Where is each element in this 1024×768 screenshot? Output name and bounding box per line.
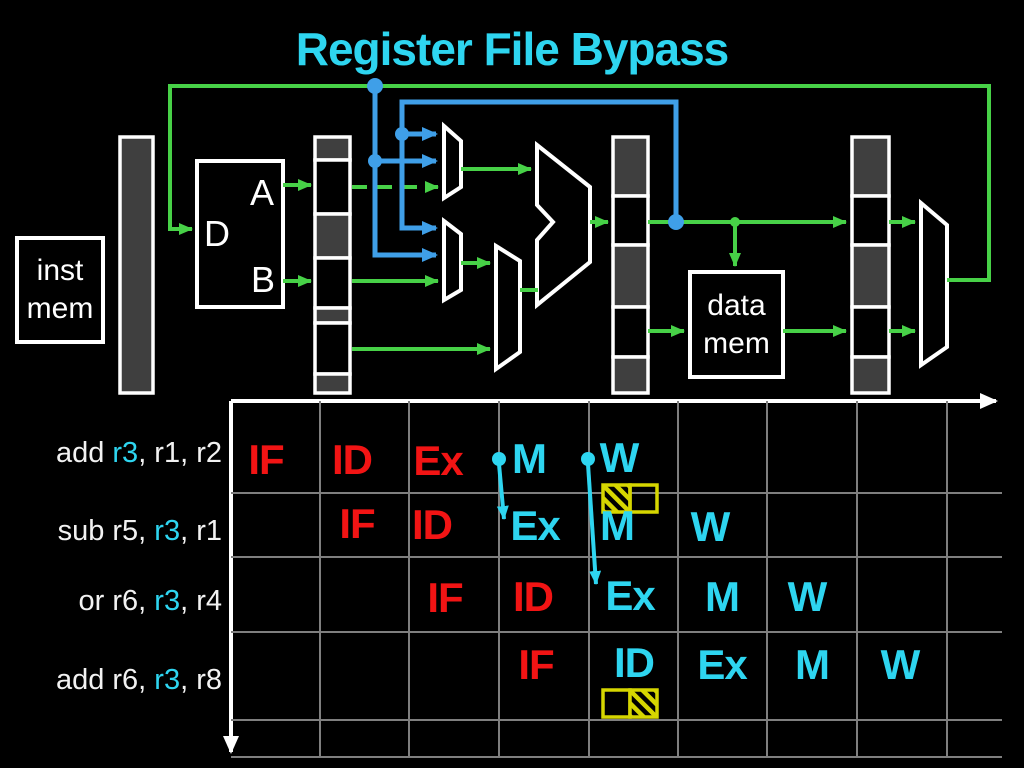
hazard-boxes: [601, 483, 659, 719]
instruction-label-add-r6: add r6, r3, r8: [55, 664, 222, 696]
stage-cell: M: [705, 573, 740, 620]
bypass-wire-from-wb-stage: [372, 86, 438, 262]
inst-mem-label: inst mem: [17, 238, 103, 342]
instruction-label-add-r3: add r3, r1, r2: [55, 437, 222, 469]
stage-cell: IF: [248, 436, 284, 483]
regfile-port-d-label: D: [204, 213, 230, 254]
stage-cell: ID: [332, 436, 373, 483]
bypass-arrow-ex-to-sub: [496, 463, 509, 520]
hazard-box-1-empty: [628, 483, 659, 514]
highlighted-register: r3: [154, 664, 181, 696]
regfile-port-b-label: B: [250, 259, 276, 300]
stage-cell: IF: [518, 641, 554, 688]
pipeline-register-ex-mem: [611, 135, 650, 395]
stage-cell: Ex: [413, 437, 463, 484]
stage-cell: Ex: [510, 502, 560, 549]
stage-cell: ID: [412, 501, 453, 548]
instruction-label-sub-r5: sub r5, r3, r1: [57, 515, 222, 547]
alu-shape: [535, 140, 592, 310]
regfile-port-a-label: A: [249, 172, 275, 213]
wire-junction-dot: [730, 217, 740, 227]
timeline-axes: [223, 393, 998, 754]
table-bypass-arrows: [492, 452, 602, 585]
bypass-wires: [367, 78, 684, 262]
mux-alu-input-b: [442, 216, 463, 304]
highlighted-register: r3: [112, 437, 139, 469]
page-title: Register File Bypass: [295, 23, 730, 75]
mux-operand2: [494, 242, 522, 373]
stage-cell: Ex: [605, 572, 655, 619]
pipeline-register-id-ex: [313, 135, 352, 395]
pipeline-register-mem-wb: [850, 135, 891, 395]
stage-cell: ID: [513, 573, 554, 620]
stage-cell: Ex: [697, 641, 747, 688]
mux-alu-input-a: [442, 121, 463, 202]
inst-mem-line1: inst: [36, 254, 84, 287]
bypass-arrow-mem-to-or: [586, 463, 602, 585]
stage-cell: W: [880, 641, 921, 688]
stage-cell: W: [787, 573, 828, 620]
stage-cell: IF: [339, 500, 375, 547]
bypass-tap-dots: [367, 78, 684, 230]
stage-cell: W: [690, 503, 731, 550]
stage-cell: M: [512, 435, 547, 482]
register-file-box: [195, 159, 285, 309]
hazard-box-2-empty: [601, 688, 632, 719]
writeback-feedback-wire: [168, 84, 991, 282]
instruction-memory-box: [15, 236, 105, 344]
stage-cell: W: [599, 434, 640, 481]
highlighted-register: r3: [154, 515, 181, 547]
bypass-source-dots: [492, 452, 595, 466]
data-mem-line1: data: [707, 288, 766, 322]
data-memory-box: [688, 270, 785, 379]
datapath-structures: [15, 121, 949, 395]
mux-writeback: [919, 198, 949, 369]
bypass-wire-from-mem-stage: [399, 99, 679, 235]
data-mem-line2: mem: [703, 326, 770, 360]
pipeline-register-if: [118, 135, 155, 395]
stage-cell: M: [600, 502, 635, 549]
highlighted-register: r3: [154, 585, 181, 617]
timeline-grid: [231, 401, 1002, 758]
data-mem-label: data mem: [690, 272, 783, 377]
stage-cell: M: [795, 641, 830, 688]
inst-mem-line2: mem: [26, 292, 94, 325]
instruction-label-or-r6: or r6, r3, r4: [78, 585, 222, 617]
hazard-box-2-hatched: [628, 688, 659, 719]
stage-cell: IF: [427, 574, 463, 621]
stage-cell: ID: [614, 639, 655, 686]
